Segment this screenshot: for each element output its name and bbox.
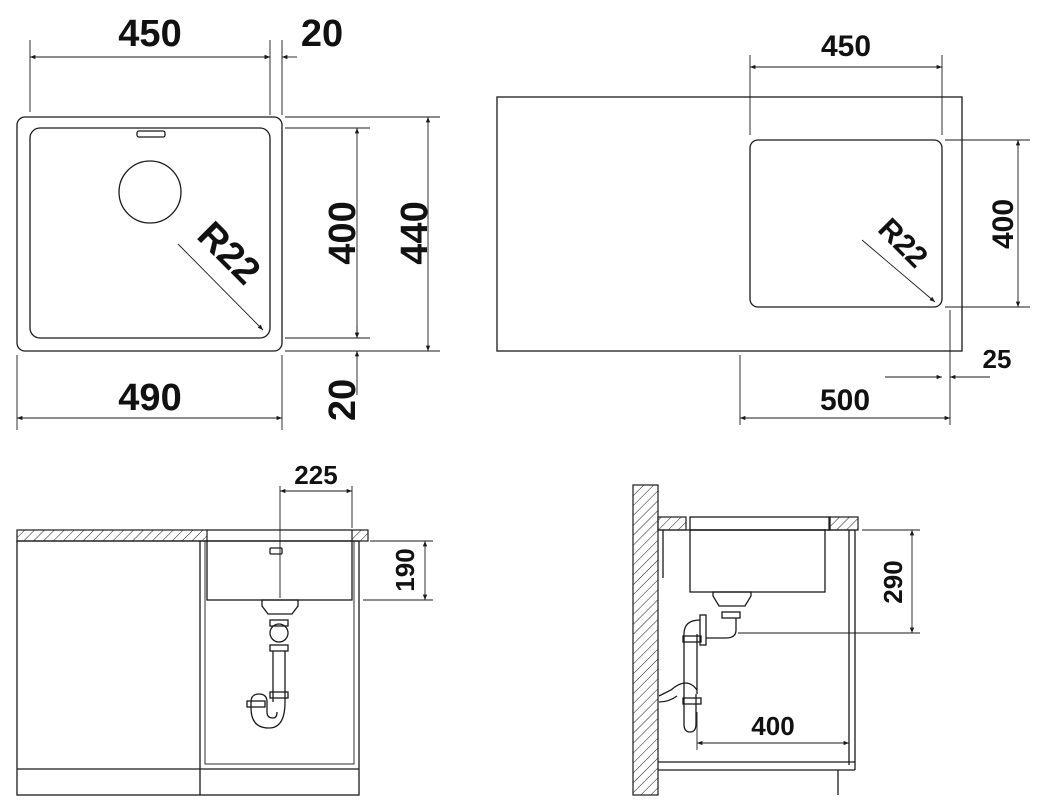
front-view: 225 190	[16, 460, 433, 796]
dim-cabinet-width: 500	[820, 384, 870, 417]
cabinet-outline	[16, 540, 360, 796]
basin-outline	[29, 127, 271, 339]
countertop-outline	[496, 96, 963, 352]
dim-cutout-height: 400	[987, 199, 1020, 249]
sink-outer-outline	[16, 116, 283, 352]
drain-hole	[118, 160, 182, 224]
dim-radius: R22	[189, 214, 268, 293]
overflow-slot	[136, 130, 166, 138]
dim-depth: 190	[390, 548, 420, 591]
dim-height-outer: 440	[394, 201, 436, 264]
dim-drain-distance: 400	[751, 711, 794, 741]
siphon-trap	[246, 599, 299, 729]
dim-offset: 25	[983, 344, 1012, 374]
dim-side-depth: 290	[878, 560, 908, 603]
dim-width-outer: 490	[118, 377, 181, 419]
dim-cutout-width: 450	[821, 30, 871, 63]
siphon-trap-side	[658, 591, 752, 733]
countertop-section	[16, 529, 208, 542]
dim-rim: 20	[301, 13, 343, 55]
dim-drain-offset: 225	[294, 460, 337, 490]
dim-width-inner: 450	[118, 13, 181, 55]
cutout-outline	[749, 139, 943, 308]
wall-section	[632, 484, 659, 796]
overflow-slot-front	[269, 547, 283, 555]
dim-rim-bottom: 20	[322, 379, 364, 421]
dim-cutout-radius: R22	[872, 212, 934, 274]
cutout-view: 450 400 R22 25 500	[496, 30, 1030, 425]
basin-front	[206, 540, 353, 601]
basin-side	[689, 529, 826, 593]
top-view: 450 20 400 440 20 490 R22	[16, 13, 440, 430]
dim-height-inner: 400	[322, 201, 364, 264]
side-view: 290 400	[632, 484, 920, 796]
